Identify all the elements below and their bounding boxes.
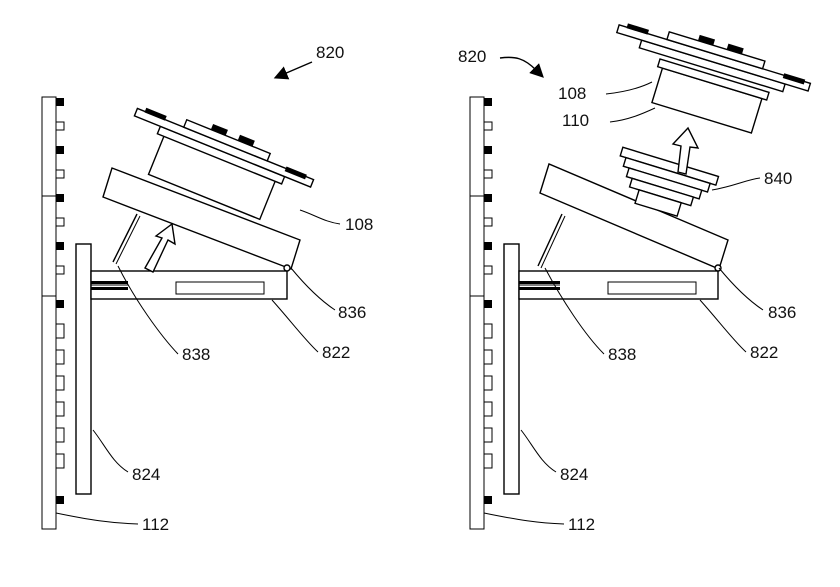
- platform-tilted: [102, 167, 301, 272]
- device-108: [133, 107, 315, 221]
- label-820-left: 820: [316, 43, 344, 62]
- label-820-right: 820: [458, 47, 486, 66]
- plate-824-right: [503, 243, 520, 495]
- label-838-left: 838: [182, 345, 210, 364]
- strut-838: [112, 213, 141, 265]
- label-836-right: 836: [768, 303, 796, 322]
- label-838-right: 838: [608, 345, 636, 364]
- lift-arrow: [144, 222, 176, 273]
- label-822-right: 822: [750, 343, 778, 362]
- label-836-left: 836: [338, 303, 366, 322]
- figure-right: 820 108 110 840 836 838 822 824 112: [458, 23, 812, 534]
- figure-left: 820 108 836 838 822 824 112: [41, 43, 373, 534]
- adapter-840: [619, 146, 720, 218]
- label-824-left: 824: [132, 465, 160, 484]
- label-112-right: 112: [568, 515, 595, 534]
- wall-112-right: [469, 96, 493, 530]
- platform-tilted-right: [539, 163, 729, 272]
- label-108-left: 108: [345, 215, 373, 234]
- label-112-left: 112: [142, 515, 169, 534]
- device-108-right: [615, 23, 812, 93]
- plate-824: [75, 243, 92, 495]
- label-822-left: 822: [322, 343, 350, 362]
- shelf-822: [90, 270, 288, 300]
- wall-112: [41, 96, 65, 530]
- label-824-right: 824: [560, 465, 588, 484]
- label-840-right: 840: [764, 169, 792, 188]
- label-110-right: 110: [562, 111, 589, 130]
- label-108-right: 108: [558, 84, 586, 103]
- shelf-822-right: [518, 270, 719, 300]
- mount-110: [651, 58, 770, 134]
- strut-838-right: [537, 213, 566, 269]
- lift-arrow-right: [671, 126, 700, 175]
